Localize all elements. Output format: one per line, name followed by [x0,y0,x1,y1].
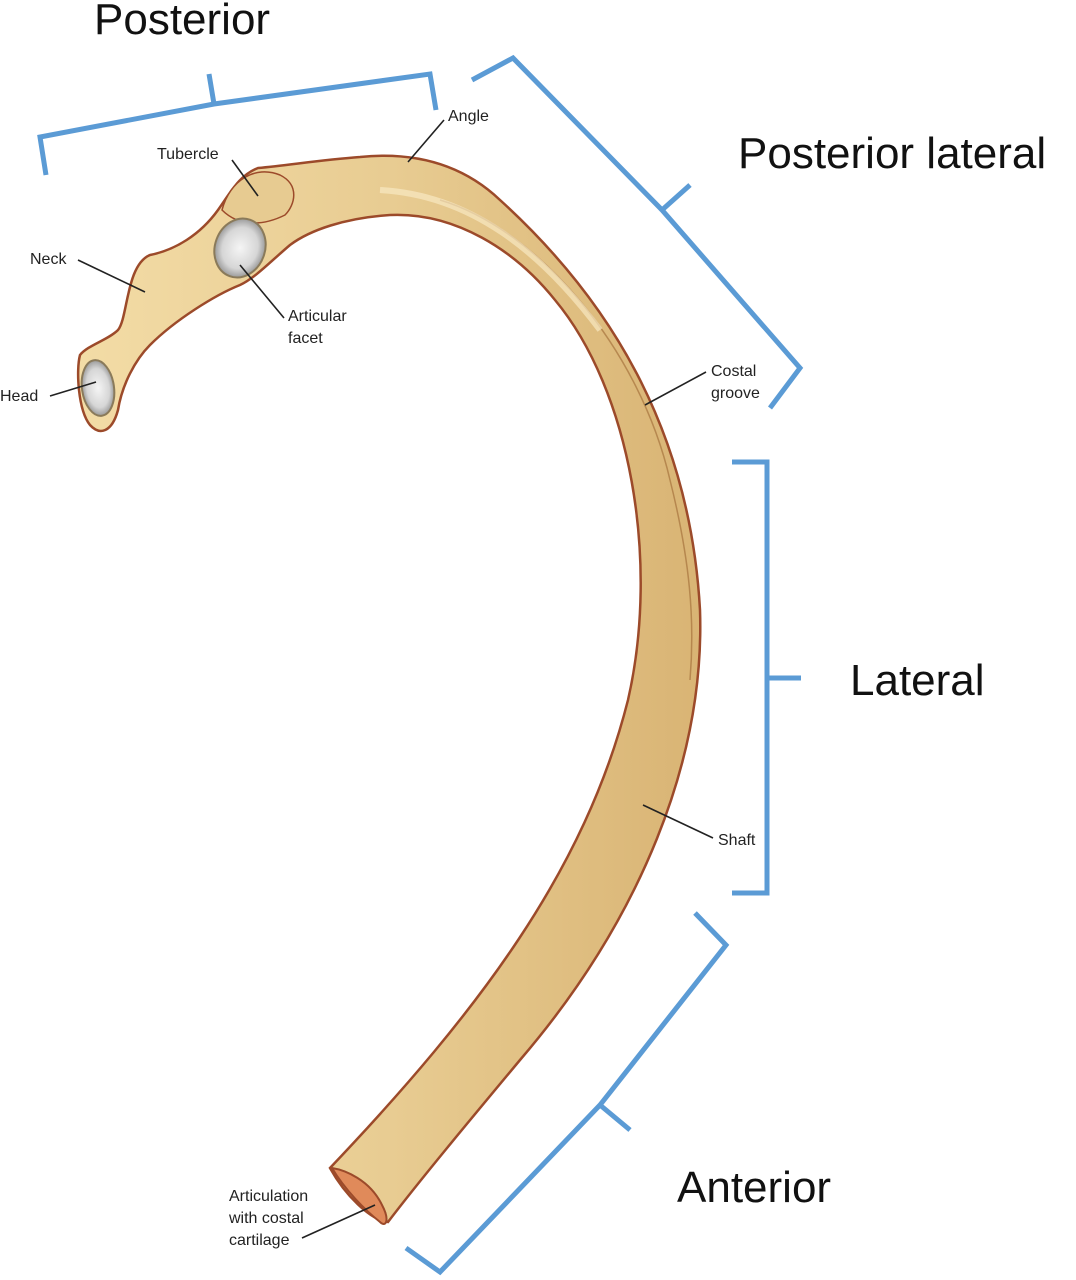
articular-facet-leader [239,264,285,319]
costal-groove-highlight [379,187,603,332]
articular-facet-label: Articular facet [288,308,351,347]
head-label: Head [0,388,38,405]
tubercle-leader [231,159,259,197]
rib-shaft [76,154,702,1224]
angle-leader [407,119,445,163]
anterior-end-shape [330,1166,388,1225]
head-facet-shape [80,359,116,417]
articular-facet-shape [213,217,267,279]
neck-label: Neck [30,251,67,268]
posterior-bracket [37,71,439,176]
articulation-label: Articulation with costal cartilage [228,1188,313,1249]
anterior-label: Anterior [677,1163,831,1212]
lateral-bracket [732,459,801,896]
anterior-bracket [404,911,730,1276]
shaft-label: Shaft [718,832,756,849]
lateral-label: Lateral [850,656,985,705]
posterior-label: Posterior [94,0,270,44]
costal-groove-leader [644,371,707,406]
articulation-leader [301,1204,376,1239]
neck-leader [77,259,146,293]
tubercle-label: Tubercle [157,146,219,163]
head-leader [49,381,97,397]
shaft-leader [642,804,714,839]
angle-label: Angle [448,108,489,125]
costal-groove-label: Costal groove [711,363,761,402]
tubercle-bump [221,171,295,224]
posterior-lateral-bracket [470,54,804,410]
posterior-lateral-label: Posterior lateral [738,129,1046,178]
